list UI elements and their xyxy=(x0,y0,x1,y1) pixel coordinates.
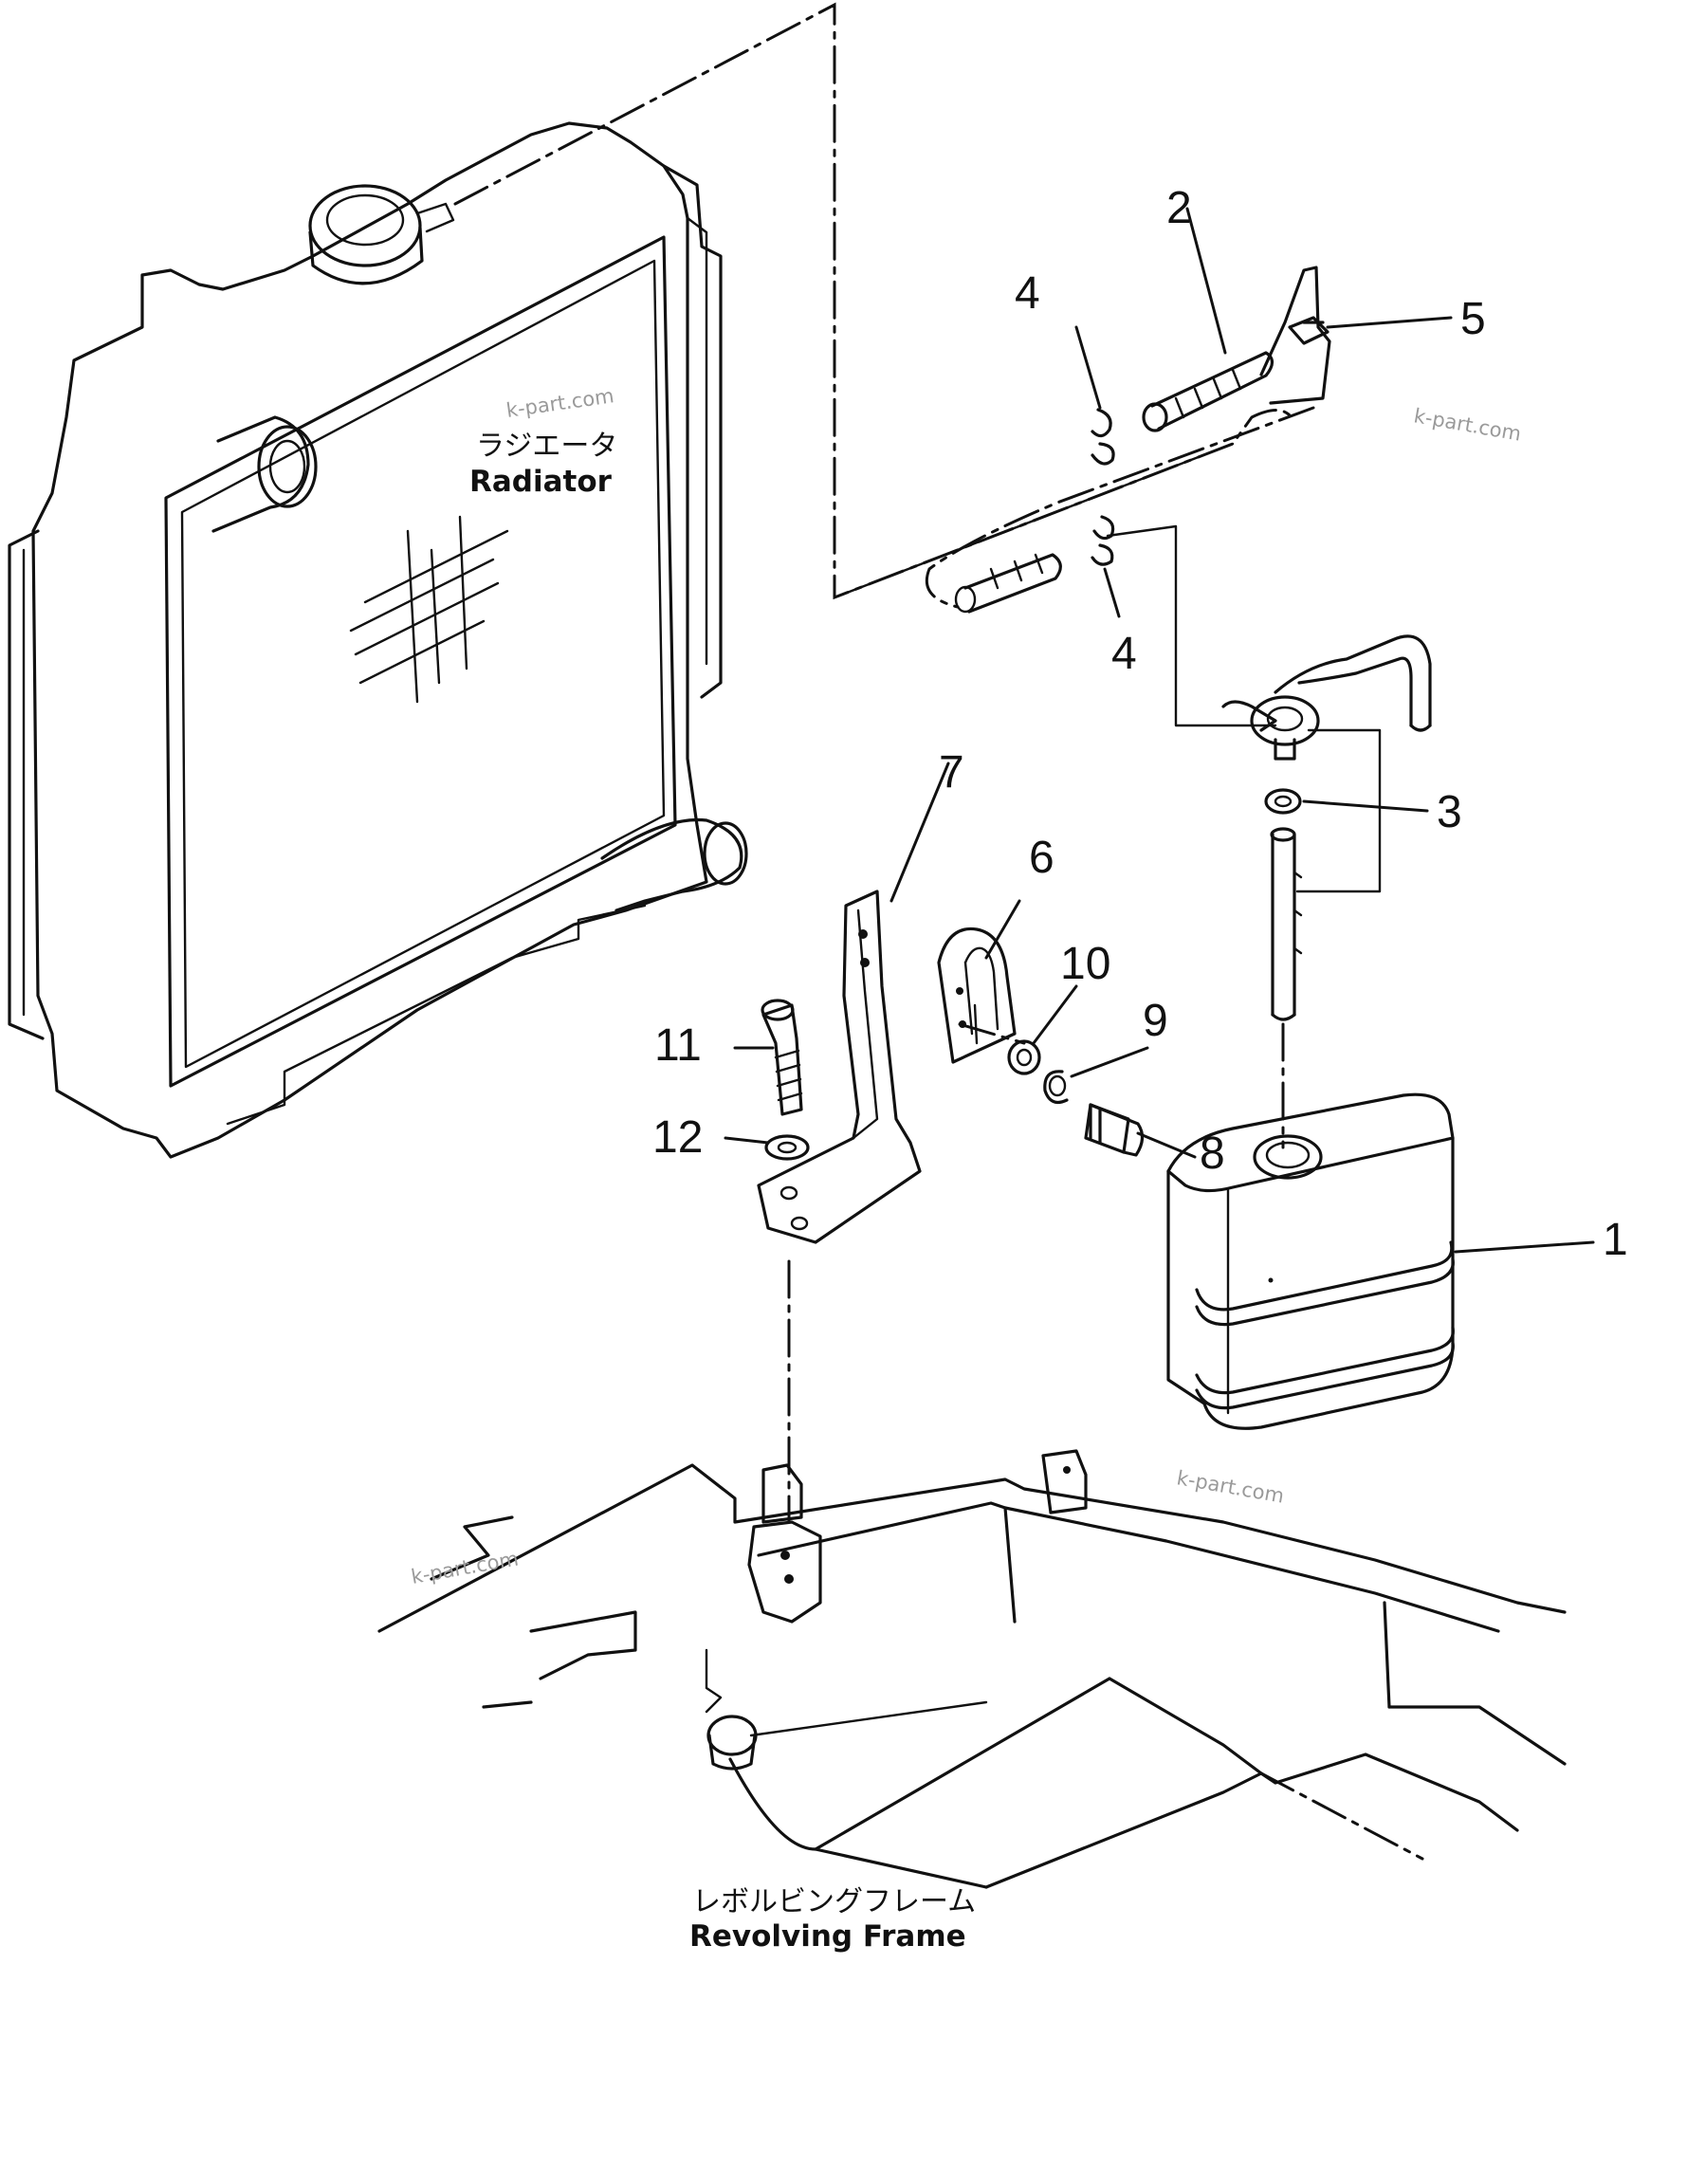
callout-10: 10 xyxy=(1060,939,1110,989)
callout-7: 7 xyxy=(939,747,964,798)
callout-4-lower: 4 xyxy=(1111,629,1137,679)
callout-9: 9 xyxy=(1143,996,1168,1046)
watermark: k-part.com xyxy=(410,1547,521,1588)
callout-3: 3 xyxy=(1437,787,1462,837)
callout-5: 5 xyxy=(1460,294,1486,344)
revolving-frame xyxy=(377,1449,1567,1889)
tank-cap-assembly xyxy=(1106,524,1432,1149)
frame-label-en: Revolving Frame xyxy=(689,1919,966,1954)
radiator xyxy=(8,121,748,1159)
callout-11: 11 xyxy=(654,1020,702,1071)
callout-12: 12 xyxy=(652,1112,703,1163)
radiator-label-jp: ラジエータ xyxy=(476,430,617,463)
watermark: k-part.com xyxy=(1175,1466,1286,1507)
radiator-label-en: Radiator xyxy=(469,465,613,499)
callout-8: 8 xyxy=(1200,1129,1225,1179)
frame-label-jp: レボルビングフレーム xyxy=(692,1885,976,1918)
callout-1: 1 xyxy=(1603,1215,1628,1265)
leader-lines xyxy=(724,207,1595,1254)
watermark: k-part.com xyxy=(504,384,615,422)
tank-bracket xyxy=(757,890,1145,1524)
callout-2: 2 xyxy=(1166,183,1192,233)
overflow-hose xyxy=(925,266,1331,614)
watermark: k-part.com xyxy=(1412,404,1523,445)
callout-4-upper: 4 xyxy=(1015,268,1040,319)
callout-6: 6 xyxy=(1029,833,1054,883)
reserve-tank xyxy=(1166,1092,1455,1430)
